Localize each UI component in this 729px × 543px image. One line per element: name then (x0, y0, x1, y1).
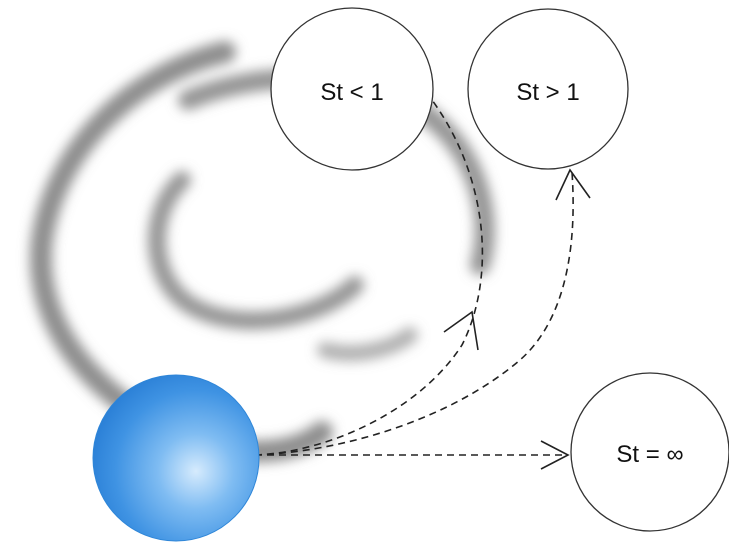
arrow-heads (443, 168, 591, 470)
label-st-inf: St = ∞ (616, 441, 683, 468)
particle-sphere (92, 374, 260, 542)
arrowhead-st-gt-1 (555, 168, 591, 201)
trajectory-st-gt-1 (254, 171, 574, 456)
trajectories (254, 99, 574, 456)
circle-st-inf (570, 372, 729, 532)
stokes-circle-lt-1: St < 1 (270, 7, 434, 171)
vortex-core-arc (147, 171, 364, 330)
arrowhead-st-lt-1 (443, 310, 479, 351)
stokes-circle-gt-1: St > 1 (467, 8, 629, 170)
arrowhead-st-inf (540, 440, 570, 470)
vortex-tail-arc (317, 327, 418, 362)
label-st-gt-1: St > 1 (516, 79, 579, 106)
label-st-lt-1: St < 1 (320, 79, 383, 106)
stokes-circle-inf: St = ∞ (570, 372, 729, 532)
circle-st-gt-1 (467, 8, 629, 170)
trajectory-st-lt-1 (254, 99, 484, 456)
circle-st-lt-1 (270, 7, 434, 171)
